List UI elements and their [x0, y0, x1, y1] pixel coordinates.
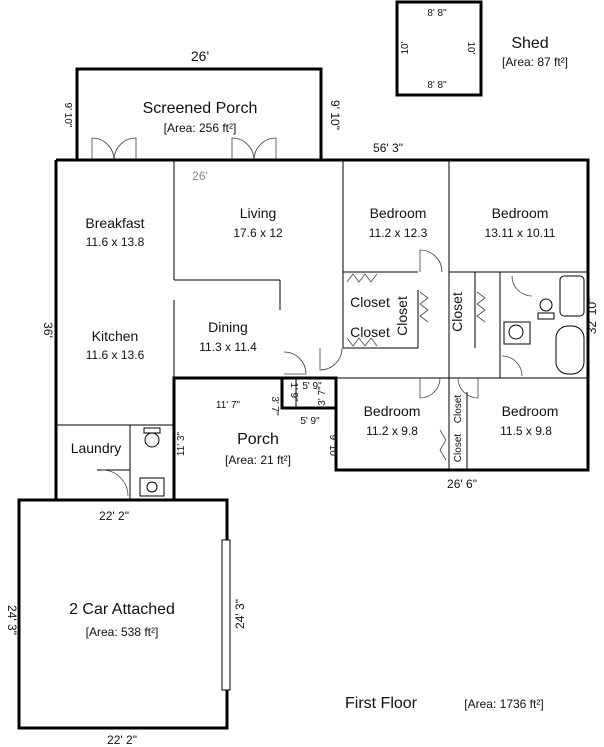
garage-bottom-dim: 22' 2"	[107, 733, 137, 747]
porch-3-7a-dim: 3' 7"	[269, 396, 280, 416]
screened-porch-left-dim: 9' 10"	[62, 103, 73, 128]
porch-1-9-dim: 1' 9"	[288, 382, 299, 402]
shed-bottom-dim: 8' 8"	[427, 80, 447, 91]
garage-left-dim: 24' 3"	[5, 605, 19, 635]
shed-area: [Area: 87 ft²]	[502, 55, 568, 69]
porch-11-3-dim: 11' 3"	[176, 431, 187, 456]
door-swings	[101, 249, 533, 497]
living-size: 17.6 x 12	[233, 226, 283, 240]
porch-door-right	[231, 137, 277, 161]
laundry-name: Laundry	[71, 440, 122, 456]
porch-door-left	[91, 137, 137, 161]
bedroom1-name: Bedroom	[370, 205, 427, 221]
shed-name: Shed	[511, 35, 548, 52]
closet-b-label: Closet	[350, 324, 390, 340]
house-right-dim: 32' 10"	[585, 298, 599, 335]
bedroom2-name: Bedroom	[492, 205, 549, 221]
bedroom4-size: 11.5 x 9.8	[500, 424, 552, 438]
dining-size: 11.3 x 11.4	[199, 340, 257, 354]
closet-doors	[346, 273, 486, 461]
porch-notch	[280, 376, 338, 410]
closet-c-label: Closet	[394, 296, 410, 336]
shed-right-dim: 10'	[465, 41, 476, 54]
bedroom1-size: 11.2 x 12.3	[369, 226, 428, 240]
breakfast-size: 11.6 x 13.8	[86, 235, 145, 249]
dining-name: Dining	[208, 319, 248, 335]
inner-26-dim: 26'	[192, 169, 208, 183]
screened-porch-area: [Area: 256 ft²]	[164, 121, 237, 135]
porch-name: Porch	[237, 431, 279, 448]
screened-porch-right-dim: 9' 10"	[328, 100, 342, 130]
bedroom-9-10-dim: 9' 10"	[327, 435, 338, 460]
kitchen-name: Kitchen	[92, 328, 139, 344]
screened-porch-walls	[75, 67, 323, 160]
bedroom3-name: Bedroom	[364, 403, 421, 419]
closet-e-label: Closet	[453, 395, 464, 424]
shed-top-dim: 8' 8"	[427, 8, 447, 19]
living-name: Living	[240, 205, 277, 221]
porch-5-9b-dim: 5' 9"	[300, 416, 320, 427]
bedroom4-name: Bedroom	[502, 403, 559, 419]
closet-d-label: Closet	[449, 292, 465, 332]
garage-right-dim: 24' 3"	[233, 599, 247, 629]
screened-porch-top-dim: 26'	[191, 48, 209, 64]
garage-name: 2 Car Attached	[69, 601, 175, 618]
floor-title: First Floor	[345, 695, 418, 712]
screened-porch-name: Screened Porch	[143, 100, 258, 117]
bedroom2-size: 13.11 x 10.11	[485, 226, 556, 240]
porch-area: [Area: 21 ft²]	[225, 453, 291, 467]
closet-f-label: Closet	[453, 434, 464, 463]
shed-walls	[395, 0, 483, 97]
kitchen-size: 11.6 x 13.6	[86, 348, 145, 362]
shed-left-dim: 10'	[400, 41, 411, 54]
bathroom-fixtures	[139, 275, 585, 497]
garage-top-dim: 22' 2"	[99, 509, 129, 523]
closet-a-label: Closet	[350, 294, 390, 310]
house-left-dim: 36'	[41, 322, 55, 338]
house-bottom-dim: 26' 6"	[447, 477, 477, 491]
porch-3-7b-dim: 3' 7"	[317, 386, 328, 406]
bedroom3-size: 11.2 x 9.8	[366, 424, 418, 438]
garage-door	[221, 539, 231, 691]
porch-5-9a-dim: 5' 9"	[302, 381, 322, 392]
interior-walls	[55, 160, 588, 500]
floor-area: [Area: 1736 ft²]	[464, 697, 543, 711]
porch-11-7-dim: 11' 7"	[216, 400, 241, 411]
breakfast-name: Breakfast	[85, 215, 144, 231]
house-top-dim: 56' 3"	[373, 141, 403, 155]
garage-area: [Area: 538 ft²]	[86, 625, 159, 639]
